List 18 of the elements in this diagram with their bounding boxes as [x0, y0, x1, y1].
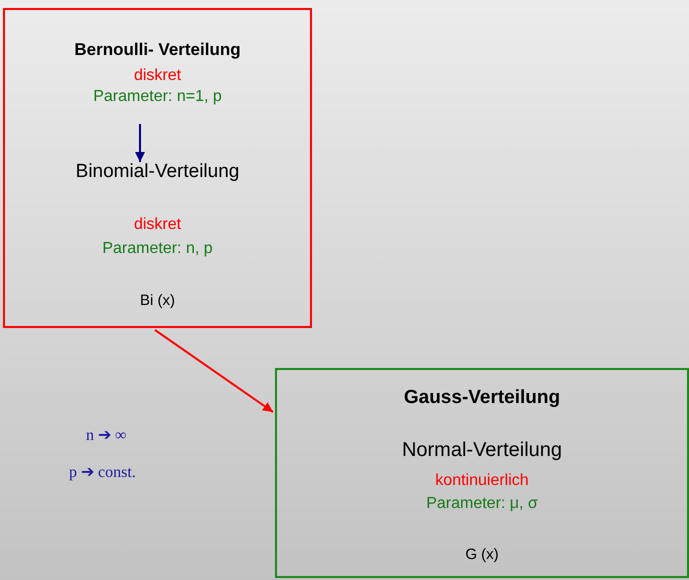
arrow: [154, 329, 274, 413]
type-text: kontinuierlich: [434, 471, 530, 491]
distribution-box: [3, 8, 312, 328]
parameter-text: Parameter: μ, σ: [425, 494, 539, 514]
distribution-box: [275, 368, 689, 578]
function-text: Bi (x): [139, 291, 176, 311]
function-text: G (x): [464, 545, 500, 565]
title: Bernoulli- Verteilung: [73, 40, 242, 60]
type-text: diskret: [132, 66, 182, 86]
limit-condition: n ➔ ∞: [86, 426, 126, 446]
subtitle: Binomial-Verteilung: [74, 162, 240, 182]
parameter-text: Parameter: n, p: [101, 239, 214, 259]
arrow: [135, 124, 145, 162]
type-text: diskret: [132, 215, 182, 235]
subtitle: Normal-Verteilung: [400, 440, 564, 460]
parameter-text: Parameter: n=1, p: [92, 87, 223, 107]
title: Gauss-Verteilung: [402, 388, 562, 408]
limit-condition: p ➔ const.: [69, 463, 136, 483]
